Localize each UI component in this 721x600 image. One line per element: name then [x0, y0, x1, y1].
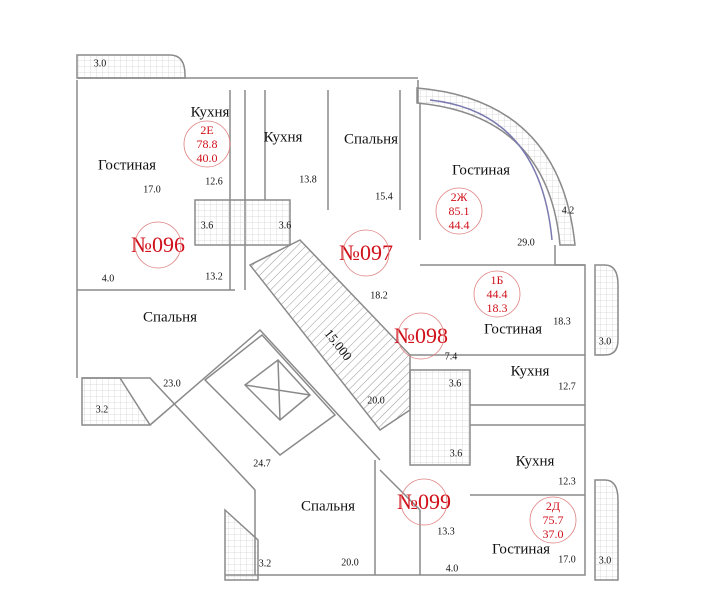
- apartment-type: 2Ж: [450, 190, 468, 204]
- area-label: 13.3: [437, 526, 455, 538]
- area-label: 20.0: [367, 395, 385, 407]
- apartment-type: 2E: [200, 123, 214, 137]
- apartment-type: 1Б: [490, 273, 504, 287]
- room-label: Кухня: [190, 104, 230, 121]
- apartment-number: №099: [397, 489, 451, 514]
- apartment-info-badge: 2Ж 85.1 44.4: [449, 190, 470, 232]
- area-label: 3.6: [200, 220, 214, 232]
- area-label: 29.0: [517, 237, 535, 249]
- area-label: 3.0: [93, 58, 107, 70]
- room-label: Гостиная: [483, 321, 543, 338]
- area-label: 15.4: [375, 191, 393, 203]
- area-label: 3.6: [448, 378, 462, 390]
- area-label: 17.0: [143, 184, 161, 196]
- area-label: 23.0: [163, 378, 181, 390]
- area-label: 4.2: [561, 205, 575, 217]
- apartment-living-area: 37.0: [542, 527, 564, 541]
- apartment-info-badge: 2Д 75.7 37.0: [543, 499, 564, 541]
- area-label: 3.0: [598, 555, 612, 567]
- area-label: 24.7: [253, 458, 271, 470]
- area-label: 18.3: [553, 316, 571, 328]
- area-label: 13.8: [299, 174, 317, 186]
- area-label: 4.0: [101, 273, 115, 285]
- apartment-total-area: 44.4: [486, 287, 508, 301]
- room-label: Кухня: [515, 453, 555, 470]
- room-label: Спальня: [300, 498, 356, 515]
- area-label: 3.2: [258, 558, 272, 570]
- area-label: 3.6: [449, 448, 463, 460]
- apartment-number: №097: [339, 240, 393, 265]
- area-label: 20.0: [341, 557, 359, 569]
- area-label: 7.4: [444, 351, 458, 363]
- apartment-living-area: 18.3: [486, 301, 508, 315]
- area-label: 3.6: [278, 220, 292, 232]
- area-label: 3.0: [598, 336, 612, 348]
- apartment-number: №096: [131, 232, 185, 257]
- room-label: Гостиная: [451, 162, 511, 179]
- room-label: Кухня: [510, 363, 550, 380]
- room-label: Спальня: [343, 131, 399, 148]
- apartment-living-area: 44.4: [448, 218, 470, 232]
- area-label: 4.0: [445, 563, 459, 575]
- room-label: Спальня: [142, 309, 198, 326]
- apartment-total-area: 85.1: [448, 204, 470, 218]
- apartment-total-area: 75.7: [542, 513, 564, 527]
- room-label: Гостиная: [97, 157, 157, 174]
- area-label: 12.3: [558, 476, 576, 488]
- room-label: Кухня: [263, 129, 303, 146]
- area-label: 3.2: [95, 404, 109, 416]
- apartment-total-area: 78.8: [196, 137, 218, 151]
- apartment-info-badge: 1Б 44.4 18.3: [487, 273, 508, 315]
- area-label: 13.2: [205, 271, 223, 283]
- apartment-living-area: 40.0: [196, 151, 218, 165]
- apartment-type: 2Д: [545, 499, 561, 513]
- area-label: 17.0: [558, 554, 576, 566]
- balcony: [76, 54, 186, 79]
- apartment-info-badge: 2E 78.8 40.0: [197, 123, 218, 165]
- room-label: Гостиная: [491, 541, 551, 558]
- area-label: 18.2: [370, 290, 388, 302]
- area-label: 12.6: [205, 176, 223, 188]
- apartment-number: №098: [394, 323, 448, 348]
- area-label: 12.7: [558, 381, 576, 393]
